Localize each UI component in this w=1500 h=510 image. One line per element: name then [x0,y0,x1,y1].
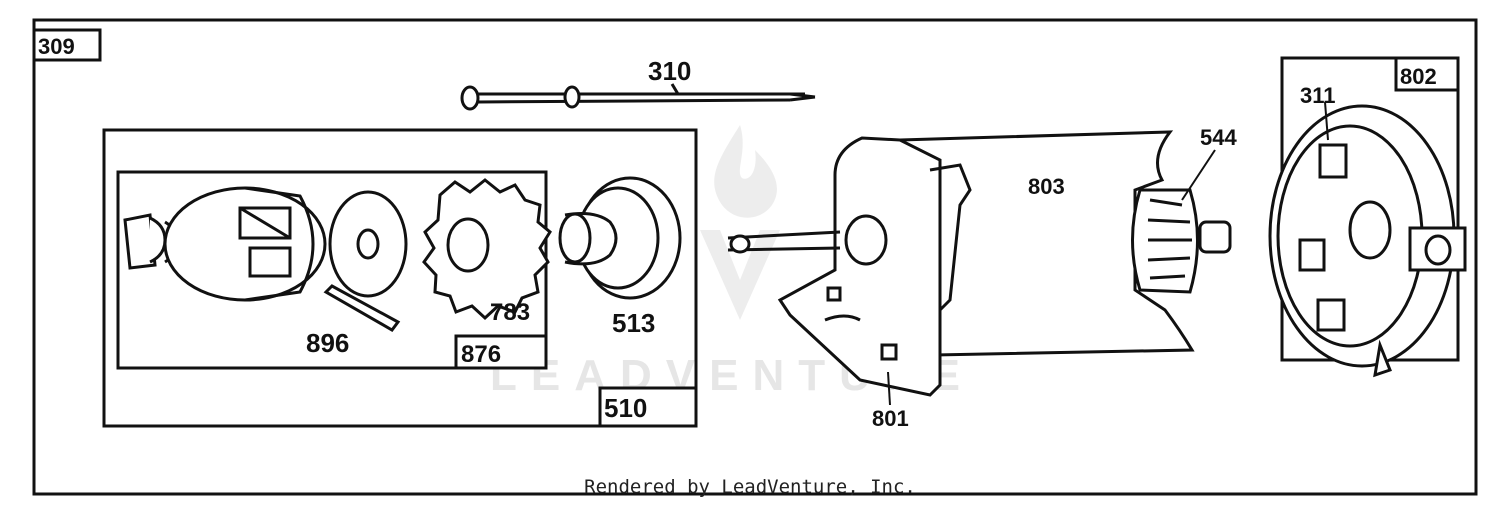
subassembly-label-box [598,386,698,428]
roll-pin-label: 896 [306,328,349,358]
end-cap-rear-label-box [1394,56,1460,92]
end-cap-label: 801 [872,406,909,431]
pinion-gear-label: 783 [490,299,530,326]
motor-housing [727,130,1195,397]
drive-nut-label: 513 [612,308,655,338]
end-cap-leader [887,371,891,406]
outer-frame [32,18,1478,496]
thru-bolt-rod [460,83,816,111]
drive-subassembly-box [102,128,698,428]
armature-leader [1181,149,1216,201]
roll-pin [323,284,401,332]
pinion-gear [422,178,552,321]
housing-label: 803 [1028,174,1065,199]
drive-nut [558,176,682,300]
brush-label: 311 [1300,83,1336,108]
end-cap-rear-label: 802 [1400,64,1437,89]
brush-leader [1324,101,1329,141]
clutch-drive-assembly [123,186,327,302]
rear-end-cap [1268,104,1467,378]
pinion-kit-label-box [454,334,548,370]
frame-label: 309 [38,34,75,59]
pinion-kit-label: 876 [461,341,501,368]
rod-label: 310 [648,56,691,86]
armature-commutator [1131,188,1232,294]
armature-label: 544 [1200,125,1237,150]
frame-label-box [32,28,102,62]
subassembly-label: 510 [604,393,647,423]
render-credit: Rendered by LeadVenture, Inc. [584,476,916,498]
pinion-kit-box [116,170,548,370]
thrust-washer [328,190,408,298]
